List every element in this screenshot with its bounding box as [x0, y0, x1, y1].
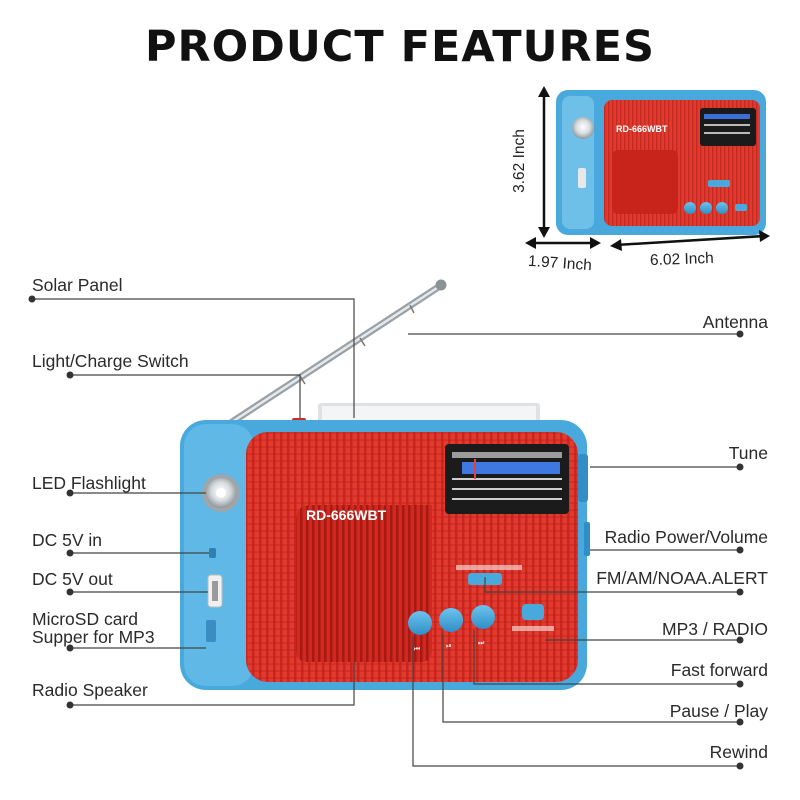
dimension-view: RD-666WBT	[525, 86, 770, 251]
fast-forward-button	[471, 605, 495, 629]
pause-play-button	[439, 608, 463, 632]
height-label: 3.62 Inch	[510, 129, 528, 193]
rewind-button	[408, 611, 432, 635]
label-radio-speaker: Radio Speaker	[32, 680, 148, 700]
label-dc-out: DC 5V out	[32, 569, 113, 589]
width-label: 6.02 Inch	[649, 249, 715, 270]
label-power-volume: Radio Power/Volume	[604, 527, 768, 547]
label-mp3-radio: MP3 / RADIO	[662, 619, 768, 639]
leader-dots	[28, 295, 744, 770]
svg-text:⏮: ⏮	[414, 645, 420, 653]
speaker-grille	[296, 505, 432, 662]
tune-knob	[578, 454, 588, 502]
label-rewind: Rewind	[709, 742, 768, 762]
label-light-charge-switch: Light/Charge Switch	[32, 351, 189, 371]
microsd-slot	[206, 620, 216, 642]
width-arrow	[615, 234, 765, 247]
label-dc-in: DC 5V in	[32, 530, 103, 550]
label-solar-panel: Solar Panel	[32, 275, 123, 295]
dc-in-port	[209, 548, 216, 558]
label-band: FM/AM/NOAA.ALERT	[596, 568, 768, 588]
small-flashlight-icon	[572, 117, 594, 139]
main-radio: RD-666WBT ⏮ ⏯ ⏭	[180, 279, 590, 690]
mp3-radio-switch	[522, 604, 544, 620]
label-fast-forward: Fast forward	[670, 660, 768, 680]
page-title: PRODUCT FEATURES	[144, 22, 656, 72]
antenna-tip	[435, 279, 447, 291]
label-led-flashlight: LED Flashlight	[32, 473, 146, 493]
small-speaker	[612, 150, 678, 214]
svg-text:⏯: ⏯	[446, 642, 452, 650]
small-dial	[700, 108, 756, 146]
label-microsd-line2: Supper for MP3	[32, 627, 155, 647]
model-text: RD-666WBT	[306, 507, 387, 523]
label-tune: Tune	[728, 443, 768, 463]
leader-lines	[32, 298, 740, 767]
label-microsd-line1: MicroSD card	[32, 609, 138, 629]
label-pause-play: Pause / Play	[669, 701, 768, 721]
label-antenna: Antenna	[702, 312, 768, 332]
power-volume-knob	[584, 522, 590, 556]
svg-text:⏭: ⏭	[478, 639, 485, 647]
small-model-text: RD-666WBT	[616, 124, 668, 134]
